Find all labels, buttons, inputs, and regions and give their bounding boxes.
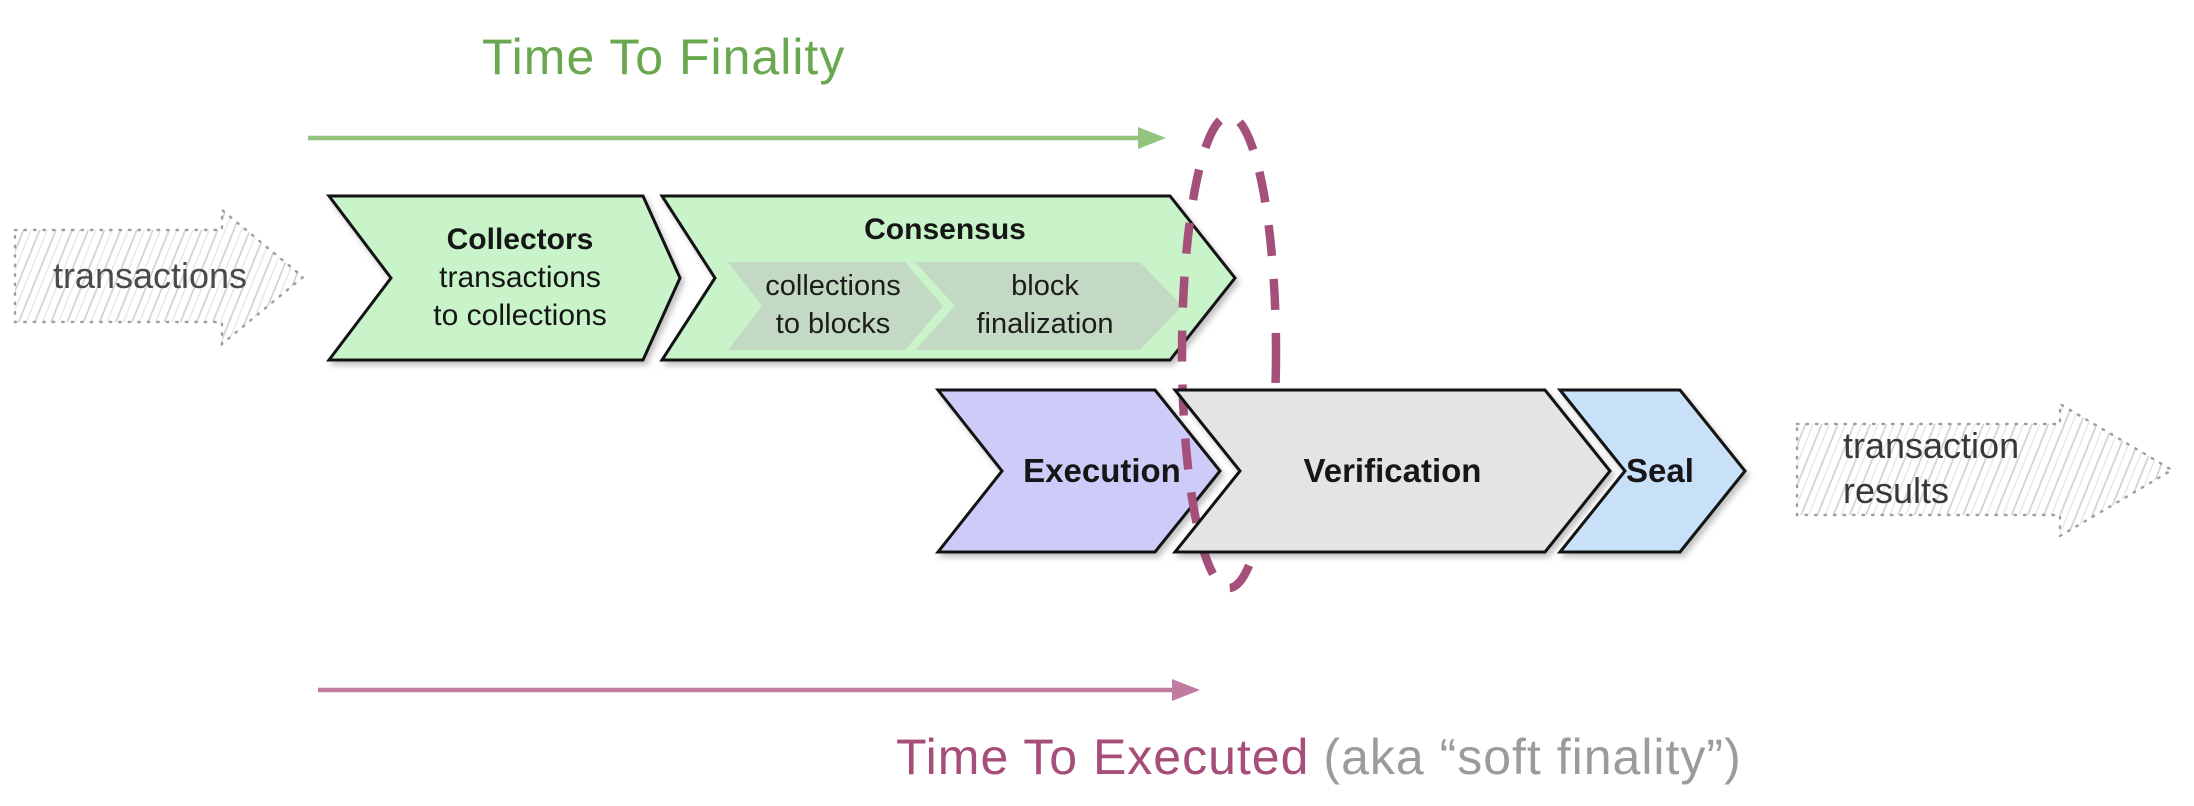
consensus-label: Consensus xyxy=(745,206,1145,254)
soft-finality-suffix-text: (aka “soft finality”) xyxy=(1323,729,1742,785)
seal-chevron xyxy=(1556,388,1747,554)
collections-to-blocks-label: collections to blocks xyxy=(765,270,901,340)
consensus-title: Consensus xyxy=(864,213,1026,247)
consensus-substage-block-finalization-chevron xyxy=(915,262,1182,350)
execution-chevron xyxy=(934,388,1222,554)
time-to-finality-arrow xyxy=(308,127,1166,149)
verification-label: Verification xyxy=(1303,452,1482,489)
collectors-label: Collectors transactions to collections xyxy=(380,198,660,358)
time-to-executed-title: Time To Executed(aka “soft finality”) xyxy=(896,728,1742,786)
verification-chevron xyxy=(1171,388,1612,554)
transactions-input-label: transactions xyxy=(52,255,248,296)
collectors-chevron xyxy=(325,194,682,362)
collectors-desc-line2: to collections xyxy=(433,298,607,332)
collectors-title: Collectors xyxy=(446,223,594,257)
time-to-executed-arrow xyxy=(318,679,1200,701)
execution-label: Execution xyxy=(1023,452,1181,489)
time-to-finality-title: Time To Finality xyxy=(482,28,845,86)
transaction-results-output-label: transaction results xyxy=(1843,425,2020,511)
collectors-desc-line1: transactions xyxy=(439,261,601,295)
soft-finality-boundary-ellipse xyxy=(1177,111,1281,593)
consensus-substage-collections-to-blocks-chevron xyxy=(728,262,943,350)
block-finalization-label: block finalization xyxy=(976,270,1114,340)
time-to-finality-text: Time To Finality xyxy=(482,29,846,85)
transactions-input-arrow xyxy=(13,207,305,347)
seal-label: Seal xyxy=(1626,452,1694,489)
time-to-executed-text: Time To Executed xyxy=(896,729,1310,785)
transaction-results-output-arrow xyxy=(1795,401,2175,539)
